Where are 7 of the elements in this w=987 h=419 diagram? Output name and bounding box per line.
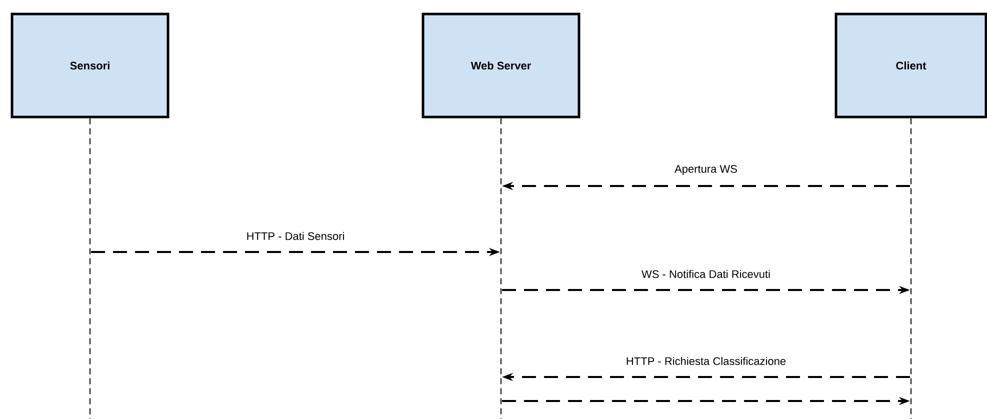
edge-label: HTTP - Dati Sensori — [247, 232, 344, 240]
participant-box: Sensori — [10, 12, 170, 118]
edge-label: HTTP - Richiesta Classificazione — [626, 356, 786, 366]
edge-label: Apertura WS — [674, 165, 737, 175]
edge-label: WS - Notifica Dati Ricevuti — [642, 270, 770, 278]
participant-box: Web Server — [422, 12, 580, 118]
participant-box: Client — [834, 12, 987, 118]
